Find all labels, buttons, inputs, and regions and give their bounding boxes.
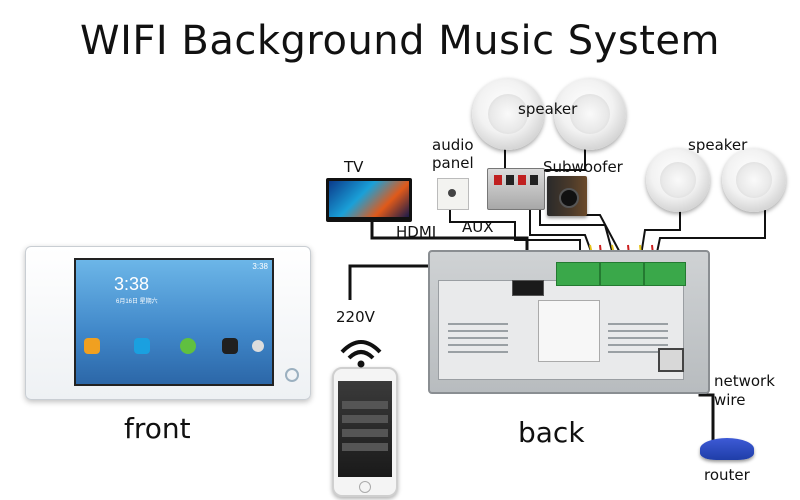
speaker-wire-right-a [639, 203, 681, 263]
subwoofer-label: Subwoofer [543, 158, 623, 176]
front-screen: 3:38 3:38 6月16日 星期六 [74, 258, 274, 386]
tv-label: TV [344, 158, 364, 176]
back-caption: back [518, 416, 585, 449]
app-icon-4 [222, 338, 238, 354]
ceiling-speaker-1 [472, 78, 544, 150]
screen-date: 6月16日 星期六 [116, 299, 158, 305]
power-cable [348, 264, 436, 300]
back-label-sticker [538, 300, 600, 362]
speaker-label-right: speaker [688, 136, 748, 154]
screen-status-time: 3:38 [252, 262, 268, 271]
hdmi-label: HDMI [396, 223, 437, 241]
phone-screen [338, 381, 392, 477]
amplifier-module [487, 168, 545, 210]
aux-label: AUX [462, 218, 494, 236]
screen-clock: 3:38 [114, 274, 150, 294]
app-icon-3 [180, 338, 196, 354]
power-button-icon [285, 368, 299, 382]
terminal-block-1 [556, 262, 600, 286]
router [700, 438, 754, 460]
phone-home-button [359, 481, 371, 493]
audio-panel-label: audio panel [432, 136, 474, 172]
router-label: router [704, 466, 750, 484]
hdmi-port [512, 280, 544, 296]
aux-cable [449, 208, 581, 262]
terminal-block-2 [600, 262, 644, 286]
front-caption: front [124, 412, 191, 445]
speaker-label-left: speaker [518, 100, 578, 118]
ethernet-port [658, 348, 684, 372]
tv [326, 178, 412, 222]
diagram-title: WIFI Background Music System [80, 18, 720, 64]
subwoofer [547, 176, 587, 216]
app-icon-1 [84, 338, 100, 354]
vent-left [448, 318, 508, 358]
terminal-block-3 [644, 262, 686, 286]
network-wire-label: network wire [714, 372, 775, 409]
power-label: 220V [336, 308, 375, 326]
audio-panel [437, 178, 469, 210]
ceiling-speaker-4 [722, 148, 786, 212]
ceiling-speaker-3 [646, 148, 710, 212]
ceiling-speaker-2 [554, 78, 626, 150]
app-icon-5 [252, 340, 264, 352]
smartphone [332, 367, 398, 497]
app-icon-2 [134, 338, 150, 354]
